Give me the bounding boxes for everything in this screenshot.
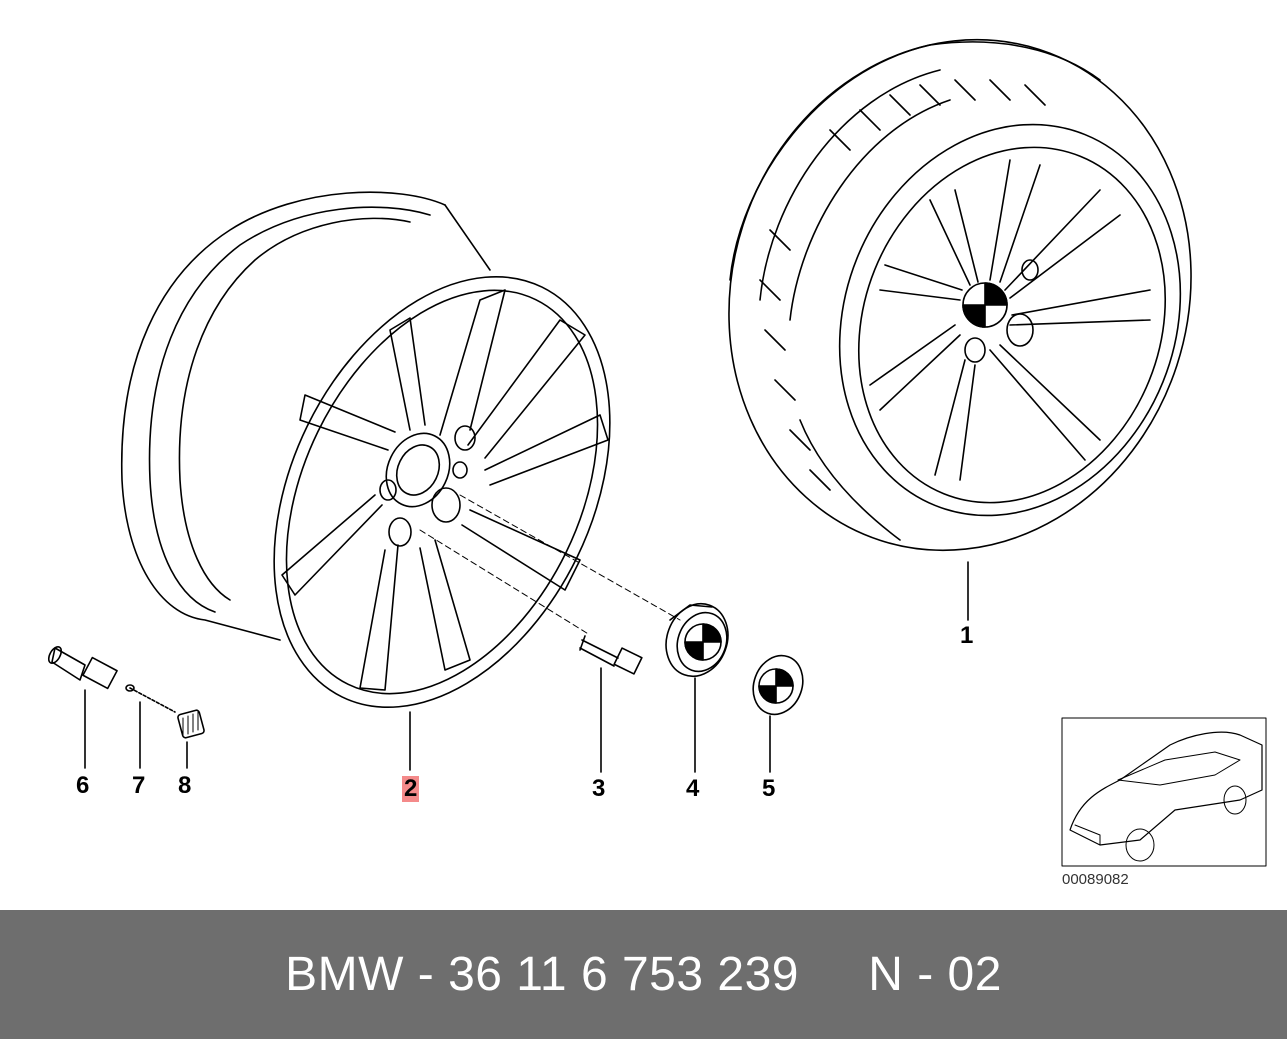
wheel-with-tire-drawing <box>728 38 1192 552</box>
wheel-bolt-drawing <box>579 635 643 675</box>
callout-6[interactable]: 6 <box>76 772 90 799</box>
callout-2[interactable]: 2 <box>402 775 420 802</box>
callout-1[interactable]: 1 <box>960 622 974 649</box>
callout-8[interactable]: 8 <box>178 772 192 799</box>
callout-7[interactable]: 7 <box>132 772 146 799</box>
wheel-rim-drawing <box>120 191 611 709</box>
valve-cap-drawing <box>177 709 205 739</box>
callout-4[interactable]: 4 <box>686 775 700 802</box>
footer-brand: BMW <box>285 948 404 1001</box>
footer-variant: N - 02 <box>868 948 1002 1001</box>
callout-5[interactable]: 5 <box>762 775 776 802</box>
diagram-reference-code: 00089082 <box>1062 871 1129 888</box>
footer-separator: - <box>403 948 449 1001</box>
footer-bar: BMW - 36 11 6 753 239 N - 02 <box>0 910 1287 1039</box>
emblem-drawing <box>752 654 804 716</box>
callout-3[interactable]: 3 <box>592 775 606 802</box>
valve-core-drawing <box>125 684 176 713</box>
parts-diagram <box>47 38 1267 867</box>
footer-part-info: BMW - 36 11 6 753 239 N - 02 <box>285 947 1002 1002</box>
footer-part-number: 36 11 6 753 239 <box>448 948 799 1001</box>
hub-cap-drawing <box>665 602 729 678</box>
footer-gap <box>799 948 868 1001</box>
car-thumbnail <box>1061 717 1267 867</box>
valve-drawing <box>47 646 118 690</box>
